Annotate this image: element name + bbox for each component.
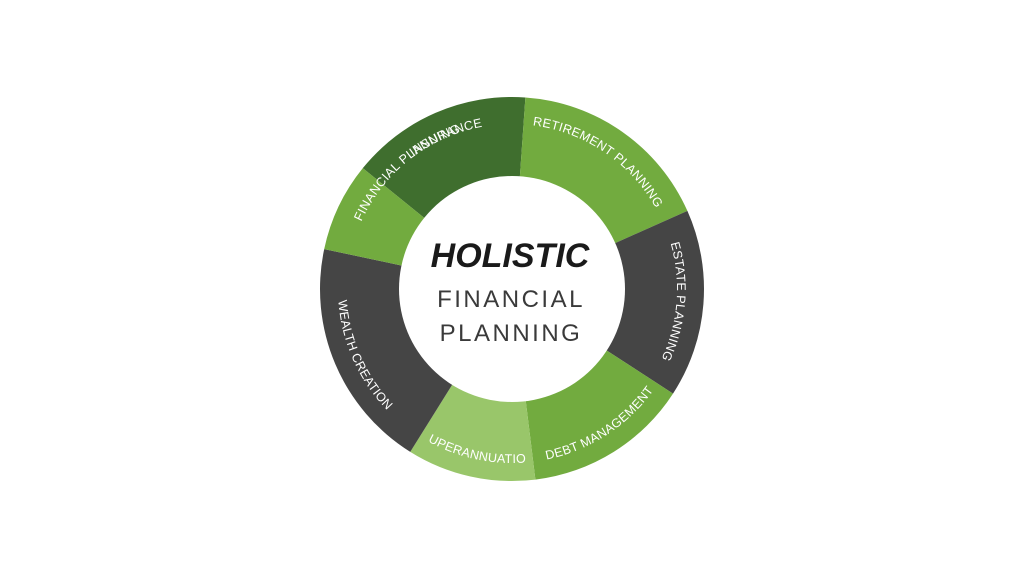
center-disc bbox=[399, 176, 625, 402]
segment-wealth-creation bbox=[319, 249, 453, 452]
center-subtitle-line-1: FINANCIAL bbox=[437, 286, 585, 313]
center-text: HOLISTIC FINANCIAL PLANNING bbox=[431, 237, 590, 347]
segment-estate-planning bbox=[605, 210, 704, 394]
center-subtitle-line-2: PLANNING bbox=[440, 320, 583, 347]
segment-debt-management bbox=[525, 349, 674, 480]
segment-retirement-planning bbox=[519, 97, 688, 244]
segment-financial-planning bbox=[324, 168, 425, 266]
segment-insurance bbox=[362, 97, 526, 219]
center-title: HOLISTIC bbox=[431, 237, 590, 275]
segment-superannuation bbox=[410, 383, 536, 481]
wheel-segments bbox=[319, 97, 704, 481]
